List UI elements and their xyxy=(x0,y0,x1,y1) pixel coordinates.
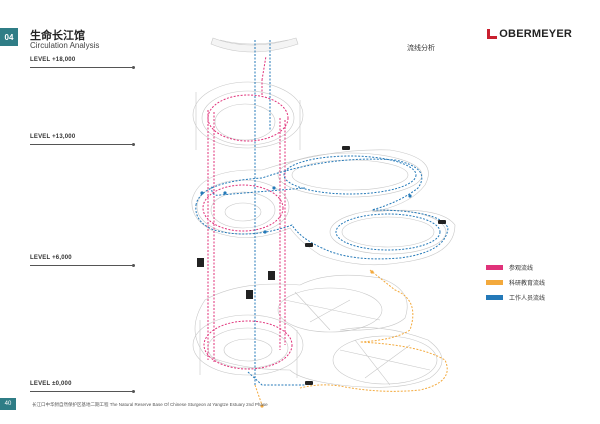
page-title: 生命长江馆 xyxy=(30,30,85,42)
level-line xyxy=(30,67,134,68)
legend-item-visitor: 参观流线 xyxy=(486,263,533,272)
section-label: 流线分析 xyxy=(407,45,435,52)
level-dot xyxy=(132,390,135,393)
legend-item-staff: 工作人员流线 xyxy=(486,293,545,302)
route-nodes xyxy=(200,186,412,234)
visitor-route xyxy=(202,55,293,370)
level-label-18000: LEVEL +18,000 xyxy=(30,57,76,63)
education-route xyxy=(254,269,448,406)
legend-swatch xyxy=(486,265,503,270)
level-dot xyxy=(132,66,135,69)
staff-route xyxy=(195,40,449,386)
level-line xyxy=(30,144,134,145)
level-dot xyxy=(132,143,135,146)
route-nodes-orange xyxy=(260,270,374,408)
legend-item-education: 科研教育流线 xyxy=(486,278,545,287)
obermeyer-logo: OBERMEYER xyxy=(487,28,572,40)
legend-label: 参观流线 xyxy=(509,266,534,272)
level-label-6000: LEVEL +6,000 xyxy=(30,255,72,261)
level-label-0: LEVEL ±0,000 xyxy=(30,381,72,387)
legend-swatch xyxy=(486,295,503,300)
footer-page-number: 40 xyxy=(0,398,16,410)
level-dot xyxy=(132,264,135,267)
level-line xyxy=(30,265,134,266)
page-number-badge: 04 xyxy=(0,28,18,46)
legend-swatch xyxy=(486,280,503,285)
logo-text: OBERMEYER xyxy=(499,28,572,40)
level-line xyxy=(30,391,134,392)
legend-label: 工作人员流线 xyxy=(509,296,546,302)
logo-mark-icon xyxy=(487,29,498,39)
legend-label: 科研教育流线 xyxy=(509,281,546,287)
footer-caption: 长江口中华鲟自然保护区基地二期工程 The Natural Reserve Ba… xyxy=(32,402,268,407)
elevator-icons xyxy=(197,258,275,299)
vehicle-icons xyxy=(305,146,446,385)
level-label-13000: LEVEL +13,000 xyxy=(30,134,76,140)
page-subtitle: Circulation Analysis xyxy=(30,41,100,50)
